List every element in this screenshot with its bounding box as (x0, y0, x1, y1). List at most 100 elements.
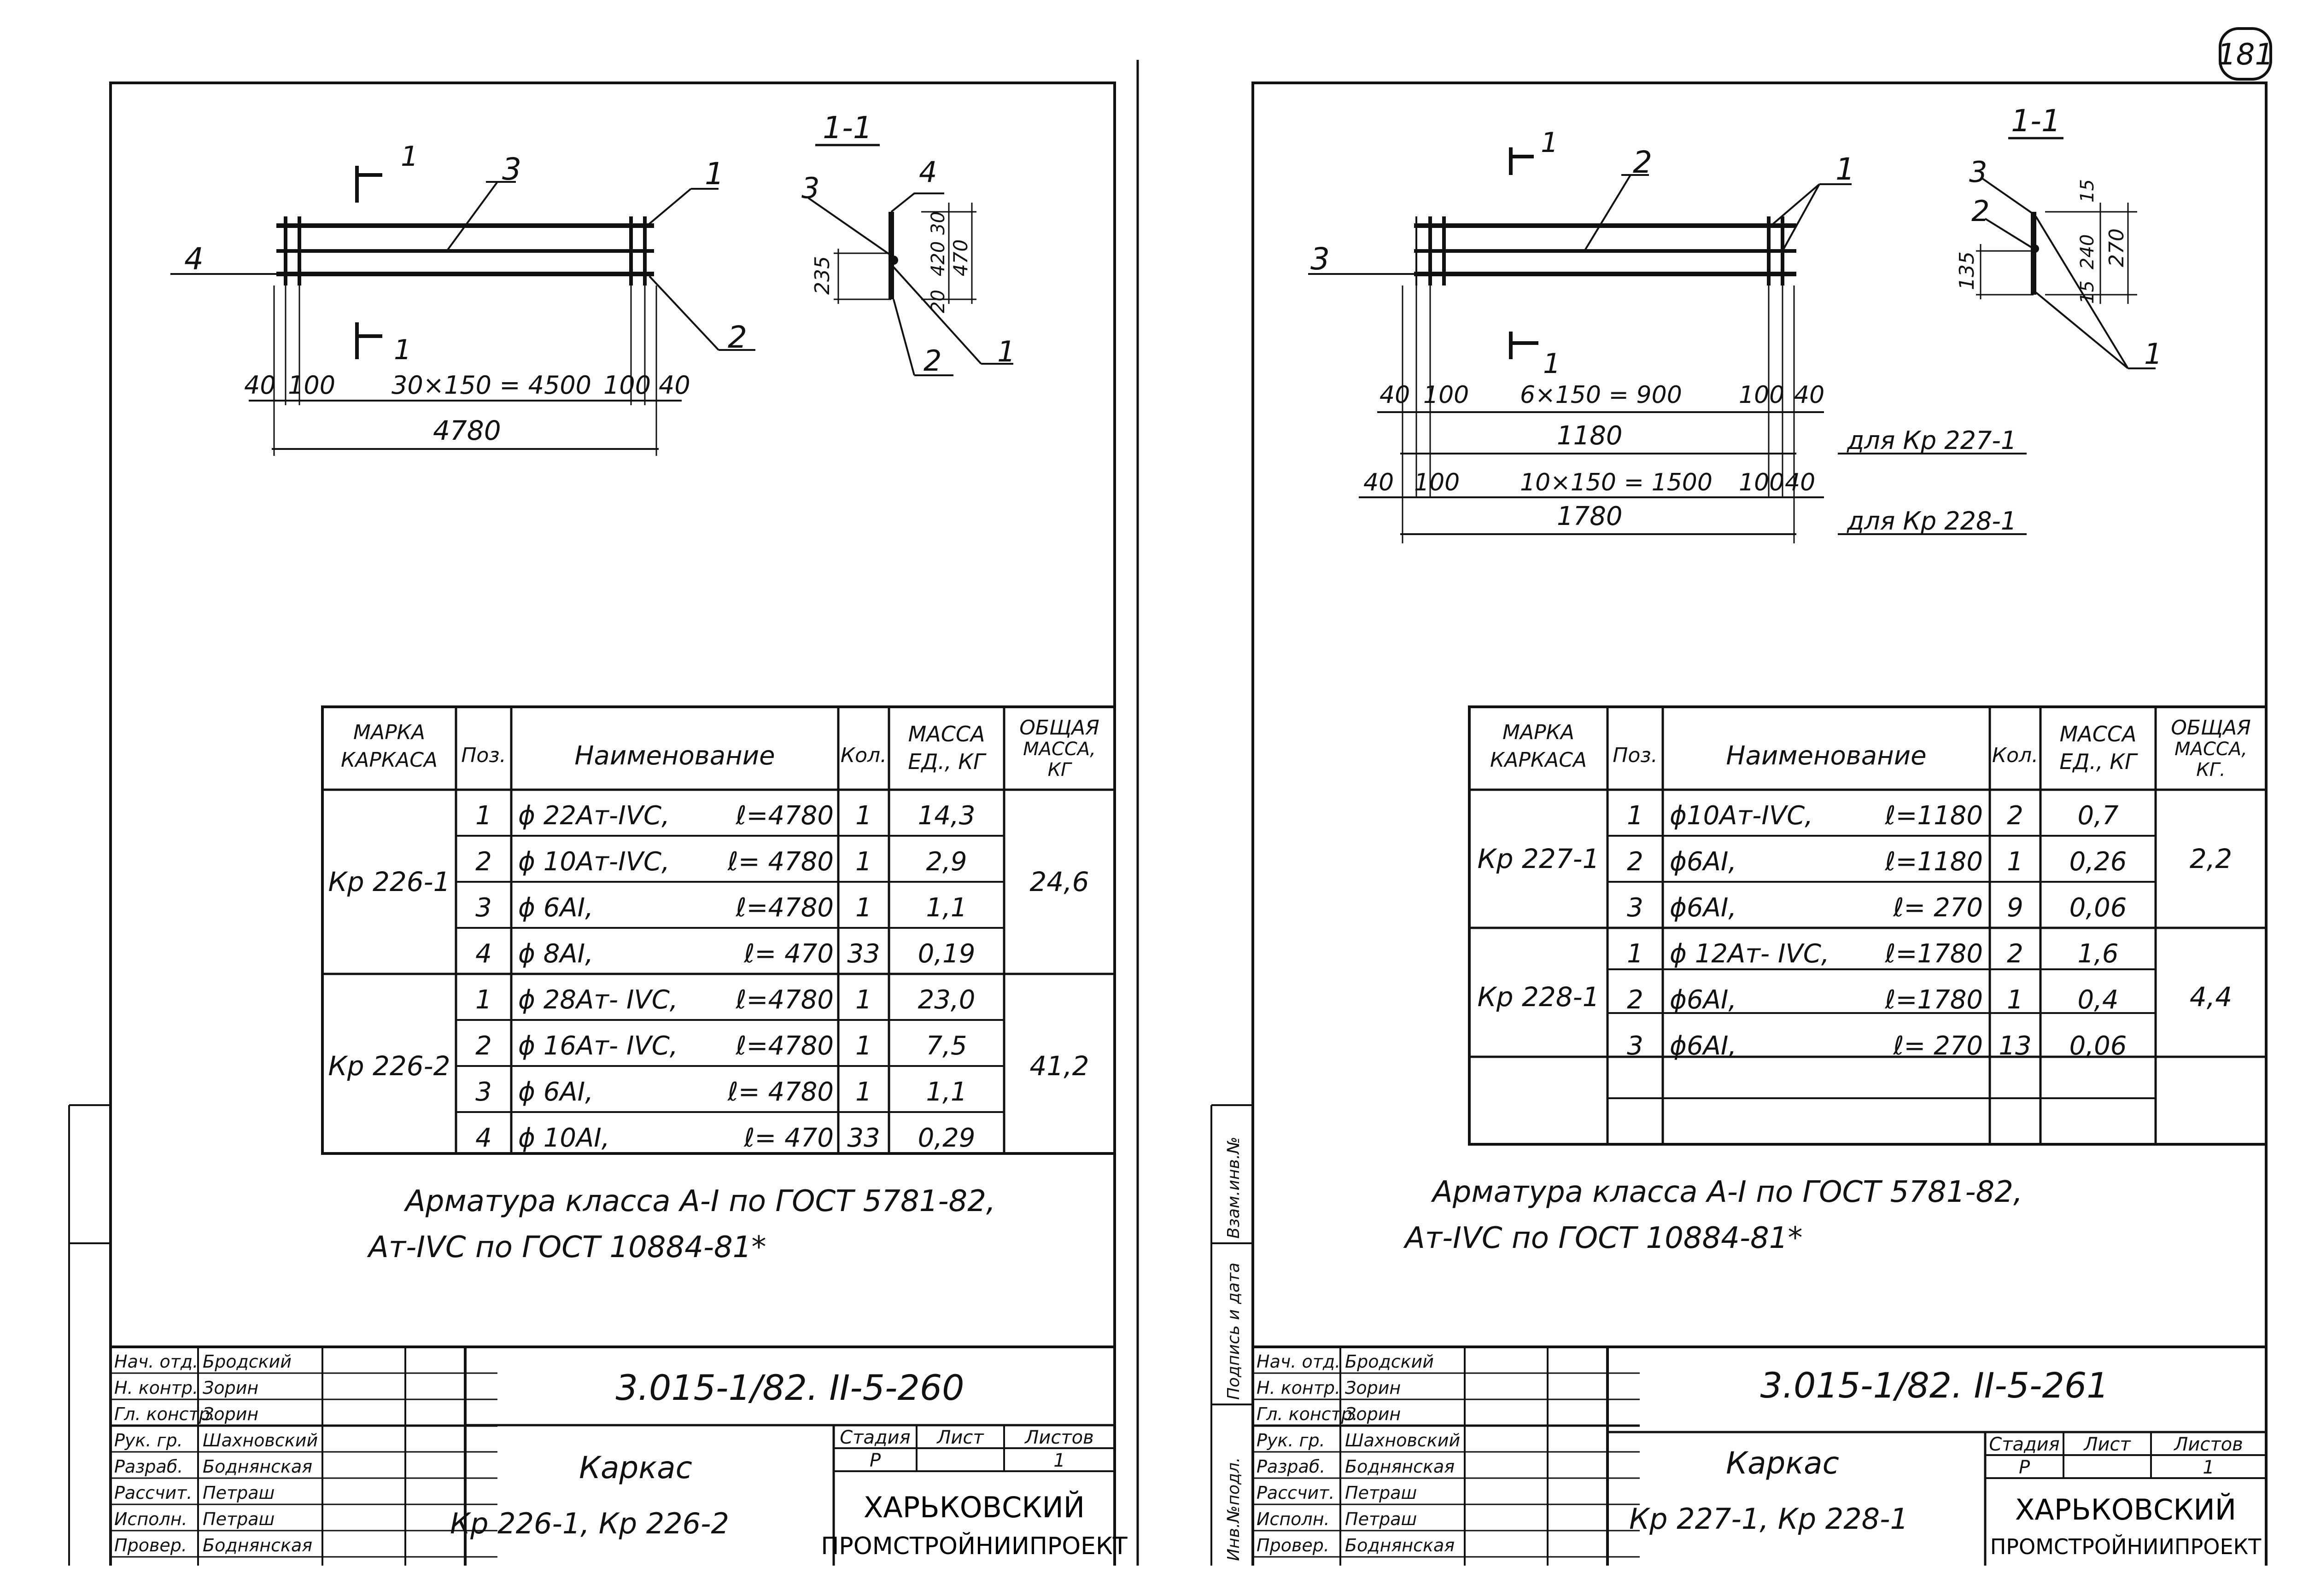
svg-text:КГ.: КГ. (2196, 759, 2225, 781)
left-margin-strip (68, 1104, 111, 1566)
row-unit-mass: 0,4 (2077, 985, 2118, 1015)
stamp-role: Провер. (1257, 1535, 1329, 1555)
svg-text:1-1: 1-1 (823, 110, 872, 146)
stamp-name: Шахновский (203, 1430, 318, 1450)
row-position: 4 (475, 1123, 492, 1153)
svg-text:ОБЩАЯ: ОБЩАЯ (1019, 716, 1099, 740)
svg-text:Р: Р (2019, 1457, 2030, 1478)
svg-text:ЕД., КГ: ЕД., КГ (2059, 749, 2138, 774)
svg-text:100: 100 (288, 371, 335, 400)
row-unit-mass: 0,06 (2069, 1031, 2127, 1061)
svg-text:100: 100 (603, 371, 651, 400)
svg-text:МАССА,: МАССА, (1023, 739, 1096, 760)
page-number: 181 (2217, 27, 2274, 81)
stamp-role: Исполн. (1257, 1509, 1330, 1529)
row-length: ℓ= 270 (1893, 893, 1983, 923)
row-length: ℓ=1780 (1884, 939, 1983, 969)
right-drawing-subtitle: Кр 227-1, Кр 228-1 (1629, 1502, 1908, 1536)
svg-text:135: 135 (1955, 251, 1979, 290)
svg-text:КГ: КГ (1048, 759, 1072, 781)
svg-text:Р: Р (870, 1450, 881, 1471)
svg-text:ПРОМСТРОЙНИИПРОЕКТ: ПРОМСТРОЙНИИПРОЕКТ (1990, 1534, 2262, 1559)
svg-text:10×150 = 1500: 10×150 = 1500 (1520, 469, 1713, 496)
left-section: 1-1 235 30 420 20 470 3 4 2 1 (801, 110, 1015, 378)
right-note-line2: Ат-IVС по ГОСТ 10884-81* (1403, 1221, 1802, 1255)
row-quantity: 1 (855, 1031, 872, 1061)
svg-text:2: 2 (728, 320, 747, 355)
row-position: 1 (1627, 801, 1643, 831)
row-length: ℓ= 270 (1893, 1031, 1983, 1061)
stamp-role: Рассчит. (1257, 1483, 1334, 1503)
svg-text:для Кр 228-1: для Кр 228-1 (1847, 507, 2017, 536)
row-unit-mass: 0,26 (2069, 847, 2127, 877)
svg-text:1: 1 (401, 140, 418, 173)
svg-text:Листов: Листов (1024, 1427, 1093, 1448)
row-length: ℓ=4780 (735, 801, 834, 831)
row-position: 3 (475, 893, 492, 923)
stamp-role: Н. контр. (114, 1378, 198, 1398)
svg-text:3: 3 (1969, 155, 1987, 189)
svg-text:Стадия: Стадия (1989, 1434, 2059, 1455)
svg-text:100: 100 (1739, 469, 1784, 496)
svg-text:15: 15 (2077, 179, 2098, 203)
right-drawing-title: Каркас (1726, 1445, 1839, 1481)
row-name: ϕ 28Ат- IVС, (518, 985, 678, 1015)
svg-text:1-1: 1-1 (2011, 103, 2061, 139)
left-drawing-code: 3.015-1/82. II-5-260 (615, 1367, 964, 1408)
left-spec-table: МАРКА КАРКАСА Поз. Наименование Кол. МАС… (321, 705, 1116, 1155)
total-mass: 24,6 (1029, 866, 1089, 897)
row-length: ℓ=1180 (1884, 847, 1983, 877)
svg-text:40: 40 (1785, 469, 1815, 496)
row-unit-mass: 1,1 (926, 1077, 967, 1107)
svg-text:240: 240 (2077, 234, 2098, 269)
svg-text:1: 1 (1541, 127, 1558, 159)
row-unit-mass: 14,3 (918, 801, 976, 831)
stamp-name: Бродский (203, 1351, 292, 1372)
svg-text:ХАРЬКОВСКИЙ: ХАРЬКОВСКИЙ (2015, 1493, 2236, 1526)
row-name: ϕ 8АI, (518, 939, 593, 969)
row-quantity: 1 (855, 985, 872, 1015)
row-quantity: 1 (855, 1077, 872, 1107)
frame-mark: Кр 226-2 (328, 1050, 450, 1082)
row-name: ϕ6АI, (1670, 985, 1736, 1015)
stamp-name: Зорин (1345, 1378, 1401, 1398)
svg-text:2: 2 (924, 344, 941, 378)
stamp-name: Петраш (203, 1483, 275, 1503)
row-unit-mass: 0,7 (2077, 801, 2118, 831)
stamp-name: Зорин (1345, 1404, 1401, 1424)
right-section: 1-1 135 15 240 15 270 3 2 1 (1955, 103, 2162, 371)
row-quantity: 2 (2007, 939, 2023, 969)
stamp-role: Рассчит. (114, 1483, 192, 1503)
row-position: 2 (1627, 985, 1643, 1015)
row-name: ϕ6АI, (1670, 847, 1736, 877)
row-length: ℓ= 4780 (727, 847, 834, 877)
svg-text:2: 2 (1633, 145, 1652, 180)
row-name: ϕ 6АI, (518, 1077, 593, 1107)
svg-text:ОБЩАЯ: ОБЩАЯ (2171, 716, 2251, 740)
svg-text:КАРКАСА: КАРКАСА (341, 748, 438, 772)
row-length: ℓ=4780 (735, 893, 834, 923)
stamp-name: Петраш (203, 1509, 275, 1529)
svg-text:470: 470 (949, 239, 972, 276)
svg-text:100: 100 (1414, 469, 1460, 496)
svg-text:1: 1 (2144, 337, 2162, 371)
svg-text:2: 2 (1971, 194, 1989, 228)
row-name: ϕ 10Ат-IVС, (518, 847, 670, 877)
svg-text:Лист: Лист (2083, 1434, 2131, 1455)
row-length: ℓ=1780 (1884, 985, 1983, 1015)
row-position: 2 (1627, 847, 1643, 877)
row-position: 2 (475, 1031, 492, 1061)
svg-text:40: 40 (1379, 381, 1410, 409)
row-unit-mass: 0,19 (918, 939, 976, 969)
row-position: 1 (475, 801, 492, 831)
row-name: ϕ 22Ат-IVС, (518, 801, 670, 831)
row-position: 2 (475, 847, 492, 877)
row-length: ℓ=1180 (1884, 801, 1983, 831)
svg-text:Листов: Листов (2173, 1434, 2243, 1455)
svg-text:1: 1 (2203, 1457, 2214, 1478)
svg-text:181: 181 (2217, 38, 2274, 72)
svg-text:МАРКА: МАРКА (353, 721, 425, 744)
svg-text:4: 4 (184, 241, 204, 277)
